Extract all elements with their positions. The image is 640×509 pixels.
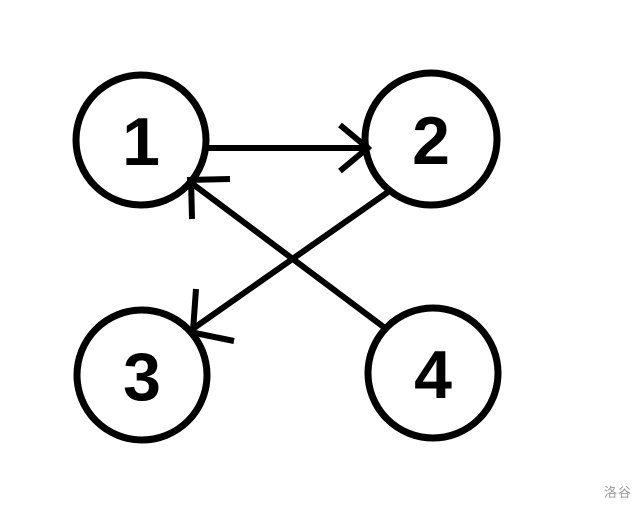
watermark-text: 洛谷 [603, 486, 632, 501]
node-4-circle[interactable] [364, 304, 502, 442]
node-1[interactable]: 1 [72, 71, 210, 209]
node-2-label: 2 [412, 103, 450, 179]
node-2-circle[interactable] [361, 69, 501, 209]
node-4-label: 4 [414, 337, 452, 413]
edges-layer [186, 122, 390, 344]
node-3-label: 3 [123, 339, 161, 415]
edge-2-to-3-arrowhead-barb-lower [189, 329, 235, 344]
edge-1-to-2 [204, 122, 372, 174]
node-2[interactable]: 2 [361, 69, 501, 209]
edge-2-to-3 [189, 189, 390, 344]
edge-4-to-1 [186, 176, 387, 331]
nodes-layer: 1 2 3 4 [72, 69, 502, 444]
node-1-circle[interactable] [72, 71, 210, 209]
node-3[interactable]: 3 [73, 306, 211, 444]
edge-2-to-3-arrowhead-barb-upper [190, 288, 199, 332]
edge-4-to-1-line [188, 179, 387, 331]
node-4[interactable]: 4 [364, 304, 502, 442]
node-1-label: 1 [122, 104, 160, 180]
node-3-circle[interactable] [73, 306, 211, 444]
